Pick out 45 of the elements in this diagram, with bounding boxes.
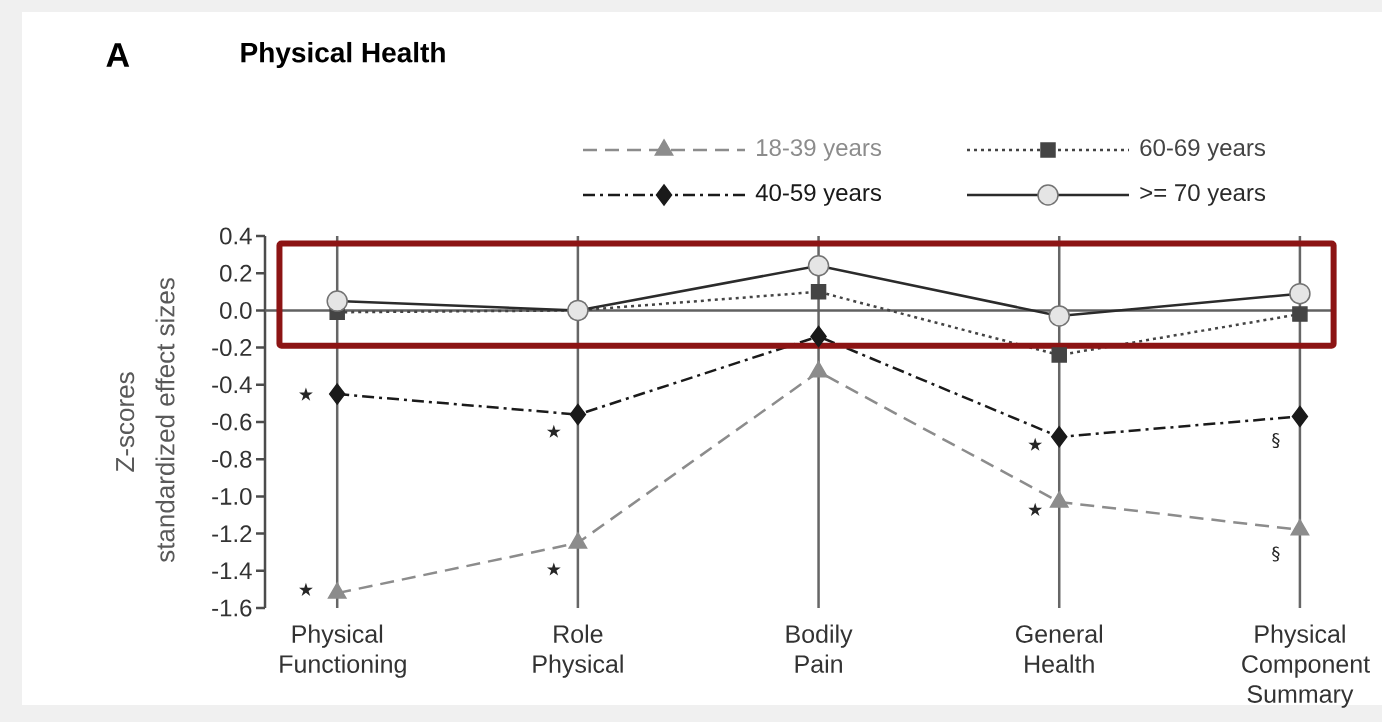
y-tick-label: 0.4	[220, 227, 252, 245]
panel-letter: A	[106, 43, 130, 67]
y-tick-label: -0.2	[212, 339, 252, 357]
legend-text: 18-39 years	[757, 139, 882, 161]
annotation: ★	[546, 424, 561, 438]
legend-text: >= 70 years	[1140, 184, 1266, 206]
point	[327, 582, 347, 599]
annotation: §	[1272, 546, 1280, 562]
x-tick-label: General Health	[1016, 624, 1103, 673]
annotation: ★	[1028, 502, 1043, 516]
x-tick-label: Physical Component Summary	[1242, 624, 1370, 708]
point	[1292, 306, 1308, 322]
legend-text: 40-59 years	[755, 184, 882, 206]
point	[1050, 426, 1068, 448]
y-tick-label: 0.2	[220, 264, 252, 282]
y-tick-label: -0.8	[212, 450, 252, 468]
point	[328, 383, 346, 405]
y-tick-label: -1.4	[212, 562, 252, 580]
point	[569, 403, 587, 426]
point	[1049, 491, 1069, 508]
point	[809, 361, 828, 378]
y-tick-label: -0.6	[212, 413, 252, 431]
y-tick-label: -1.0	[212, 487, 252, 505]
point	[810, 284, 827, 300]
annotation: ★	[299, 387, 313, 401]
y-tick-label: 0.0	[220, 301, 252, 319]
point	[810, 325, 827, 348]
chart-title: Physical Health	[241, 41, 445, 69]
annotation: ★	[1028, 437, 1043, 451]
point	[568, 532, 588, 549]
x-tick-label: Bodily Pain	[786, 624, 853, 673]
x-tick-label: Physical Functioning	[280, 624, 406, 678]
annotation: ★	[299, 582, 313, 596]
annotation: §	[1272, 433, 1280, 449]
axis-label: standardized effect sizes	[155, 278, 175, 563]
y-tick-label: -1.6	[212, 599, 252, 617]
annotation: ★	[546, 562, 561, 576]
point	[1051, 347, 1067, 363]
point	[1291, 405, 1309, 428]
y-tick-label: -0.4	[212, 376, 252, 394]
point	[1290, 519, 1310, 536]
y-axis-title: Z-scores	[116, 372, 135, 472]
y-tick-label: -1.2	[212, 525, 252, 542]
legend-text: 60-69 years	[1140, 139, 1266, 161]
x-tick-label: Role Physical	[533, 624, 623, 678]
